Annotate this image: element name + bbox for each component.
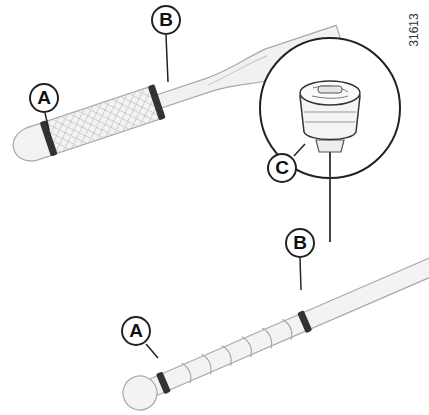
callout-letter: A bbox=[29, 83, 59, 113]
rib bbox=[222, 344, 234, 366]
rib bbox=[282, 318, 294, 340]
callout-letter: B bbox=[285, 228, 315, 258]
callout-letter: C bbox=[267, 153, 297, 183]
cap-inset bbox=[260, 38, 400, 242]
callout-letter: A bbox=[121, 316, 151, 346]
rib bbox=[202, 353, 214, 375]
rib bbox=[242, 335, 254, 357]
rib bbox=[262, 327, 274, 349]
figure-number: 31613 bbox=[406, 13, 420, 46]
leader-lines bbox=[45, 35, 305, 358]
round-dipstick bbox=[118, 246, 429, 415]
rib bbox=[182, 362, 194, 384]
callout-letter: B bbox=[151, 5, 181, 35]
